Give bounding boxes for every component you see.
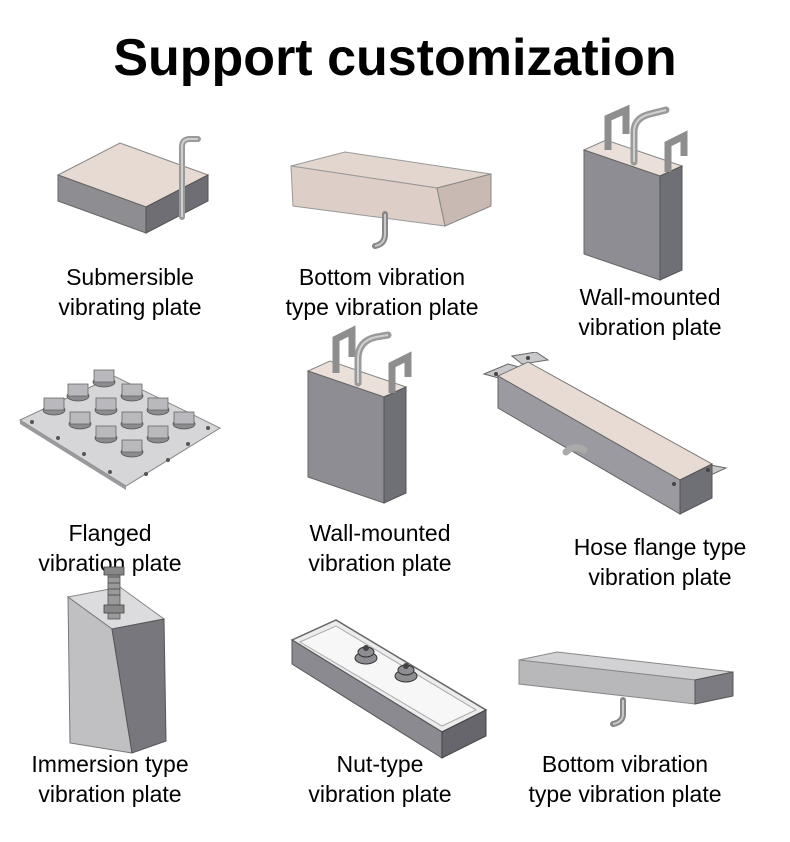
wall-mounted-plate-icon (582, 104, 688, 281)
submersible-plate-icon (56, 136, 210, 234)
immersion-plate-icon (66, 566, 167, 754)
page-title: Support customization (113, 29, 677, 87)
bottom-vibration-plate-icon (290, 151, 492, 249)
flanged-plate-icon (18, 369, 222, 490)
wall-mounted-plate-icon (306, 325, 412, 504)
nut-type-plate-icon (290, 619, 488, 759)
hose-flange-plate-icon (482, 352, 728, 515)
bottom-vibration-plate-icon (518, 651, 734, 727)
